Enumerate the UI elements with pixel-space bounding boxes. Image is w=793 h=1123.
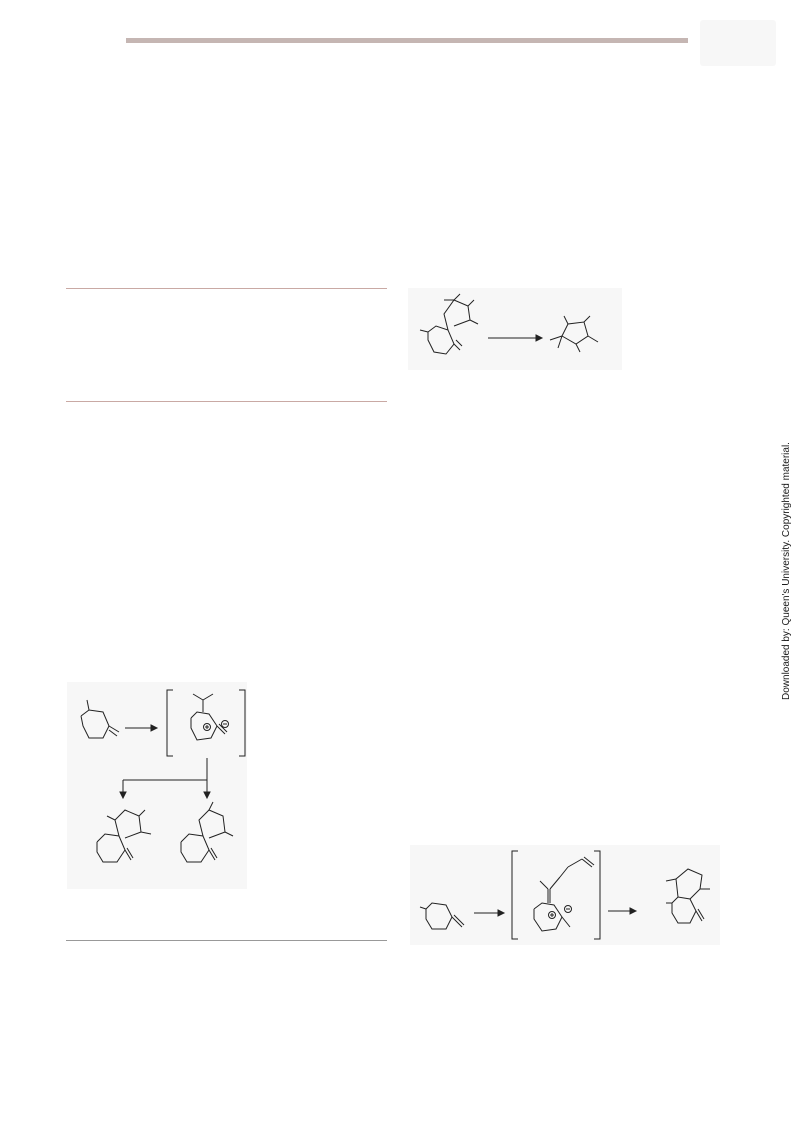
header-bar	[126, 38, 688, 43]
page-number-tab	[700, 20, 776, 66]
scheme-bottom-rule	[66, 940, 387, 941]
scheme-tandem-cyclization	[410, 845, 720, 945]
scheme-ring-contraction	[408, 288, 622, 370]
table-top-rule	[66, 288, 387, 289]
scheme-carbocation-cyclization	[67, 682, 247, 889]
table-bottom-rule	[66, 401, 387, 402]
download-watermark: Downloaded by: Queen's University. Copyr…	[781, 442, 792, 700]
